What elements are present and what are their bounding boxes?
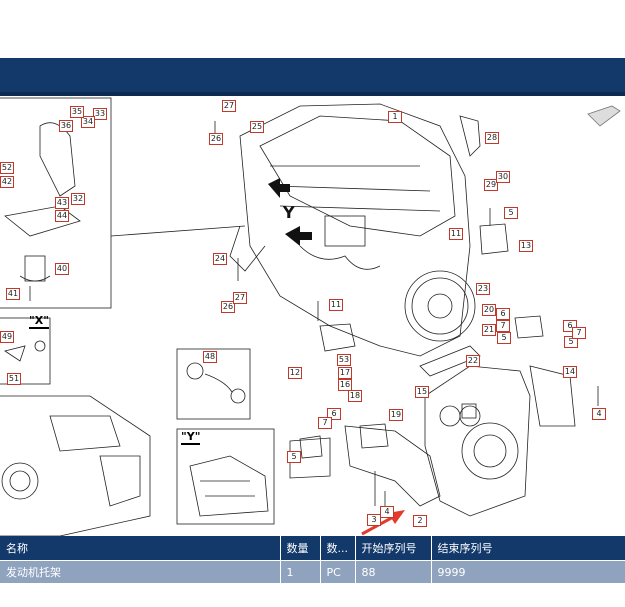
callout-label[interactable]: 12 (288, 367, 302, 379)
callout-label[interactable]: 27 (233, 292, 247, 304)
callout-label[interactable]: 29 (484, 179, 498, 191)
callout-label[interactable]: 27 (222, 100, 236, 112)
callout-label[interactable]: 4 (380, 506, 394, 518)
parts-table: 名称 数量 数... 开始序列号 结束序列号 发动机托架 1 PC 88 999… (0, 536, 625, 583)
callout-label[interactable]: 34 (81, 116, 95, 128)
callout-label[interactable]: 51 (7, 373, 21, 385)
callout-label[interactable]: 33 (93, 108, 107, 120)
callout-label[interactable]: 53 (337, 354, 351, 366)
callout-label[interactable]: 44 (55, 210, 69, 222)
cell-quantity: 1 (280, 560, 321, 583)
callout-label[interactable]: 52 (0, 162, 14, 174)
callout-label[interactable]: 35 (70, 106, 84, 118)
callout-label[interactable]: 2 (413, 515, 427, 527)
callout-label[interactable]: 5 (497, 332, 511, 344)
cell-name: 发动机托架 (0, 560, 281, 583)
callout-label[interactable]: 30 (496, 171, 510, 183)
callout-label[interactable]: 40 (55, 263, 69, 275)
y-arrow-label: Y (282, 203, 295, 222)
column-header-unit[interactable]: 数... (320, 536, 356, 561)
callout-label[interactable]: 21 (482, 324, 496, 336)
callout-label[interactable]: 5 (287, 451, 301, 463)
detail-panel-48 (176, 348, 251, 420)
callout-label[interactable]: 6 (496, 308, 510, 320)
header-bar-shade (0, 92, 625, 96)
callout-label[interactable]: 48 (203, 351, 217, 363)
callout-label[interactable]: 28 (485, 132, 499, 144)
view-y-label: "Y" (181, 430, 201, 445)
callout-label[interactable]: 4 (592, 408, 606, 420)
exploded-parts-diagram[interactable]: Y 1 2 3 4 4 5 5 5 5 6 6 6 7 7 7 11 11 12… (0, 96, 625, 536)
column-header-quantity[interactable]: 数量 (280, 536, 321, 561)
diagram-drawing: Y (0, 97, 621, 536)
callout-label[interactable]: 25 (250, 121, 264, 133)
callout-label[interactable]: 17 (338, 367, 352, 379)
callout-label[interactable]: 49 (0, 331, 14, 343)
callout-label[interactable]: 23 (476, 283, 490, 295)
callout-label[interactable]: 13 (519, 240, 533, 252)
view-x-panel (0, 317, 51, 385)
callout-label[interactable]: 41 (6, 288, 20, 300)
column-header-end-serial[interactable]: 结束序列号 (431, 536, 625, 561)
callout-label[interactable]: 22 (466, 355, 480, 367)
callout-label[interactable]: 11 (329, 299, 343, 311)
header-bar (0, 58, 625, 96)
callout-label[interactable]: 7 (572, 327, 586, 339)
callout-label[interactable]: 7 (318, 417, 332, 429)
callout-label[interactable]: 42 (0, 176, 14, 188)
view-y-panel (176, 428, 275, 525)
cell-start-serial: 88 (355, 560, 432, 583)
callout-label[interactable]: 7 (496, 320, 510, 332)
callout-label[interactable]: 20 (482, 304, 496, 316)
cell-end-serial: 9999 (431, 560, 625, 583)
table-header-row: 名称 数量 数... 开始序列号 结束序列号 (0, 536, 625, 561)
column-header-name[interactable]: 名称 (0, 536, 281, 561)
detail-panel-left (0, 97, 112, 309)
callout-label[interactable]: 43 (55, 197, 69, 209)
callout-label[interactable]: 16 (338, 379, 352, 391)
column-header-start-serial[interactable]: 开始序列号 (355, 536, 432, 561)
callout-label[interactable]: 26 (209, 133, 223, 145)
callout-label[interactable]: 36 (59, 120, 73, 132)
callout-label[interactable]: 18 (348, 390, 362, 402)
callout-label[interactable]: 15 (415, 386, 429, 398)
cell-unit: PC (320, 560, 356, 583)
view-x-label: "X" (29, 314, 49, 329)
callout-label[interactable]: 24 (213, 253, 227, 265)
callout-label[interactable]: 5 (504, 207, 518, 219)
callout-label[interactable]: 26 (221, 301, 235, 313)
callout-label[interactable]: 3 (367, 514, 381, 526)
callout-label[interactable]: 32 (71, 193, 85, 205)
callout-label[interactable]: 5 (564, 336, 578, 348)
table-row[interactable]: 发动机托架 1 PC 88 9999 (0, 560, 625, 583)
callout-label[interactable]: 1 (388, 111, 402, 123)
callout-label[interactable]: 14 (563, 366, 577, 378)
callout-label[interactable]: 19 (389, 409, 403, 421)
callout-label[interactable]: 11 (449, 228, 463, 240)
